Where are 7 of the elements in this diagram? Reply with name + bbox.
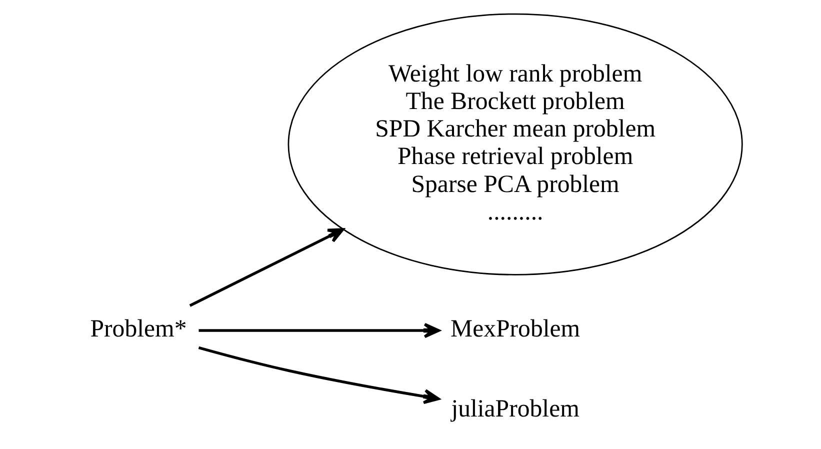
arrow xyxy=(198,322,440,338)
arrow xyxy=(198,346,440,404)
node-text: Problem* xyxy=(90,316,187,343)
node-ellipse: Weight low rank problem The Brockett problem SPD Karcher mean problem Phase retrieval problem Sparse PCA problem ......... xyxy=(288,13,743,276)
node-text: juliaProblem xyxy=(451,396,580,423)
arrow xyxy=(189,228,344,307)
node-text: MexProblem xyxy=(450,316,580,343)
